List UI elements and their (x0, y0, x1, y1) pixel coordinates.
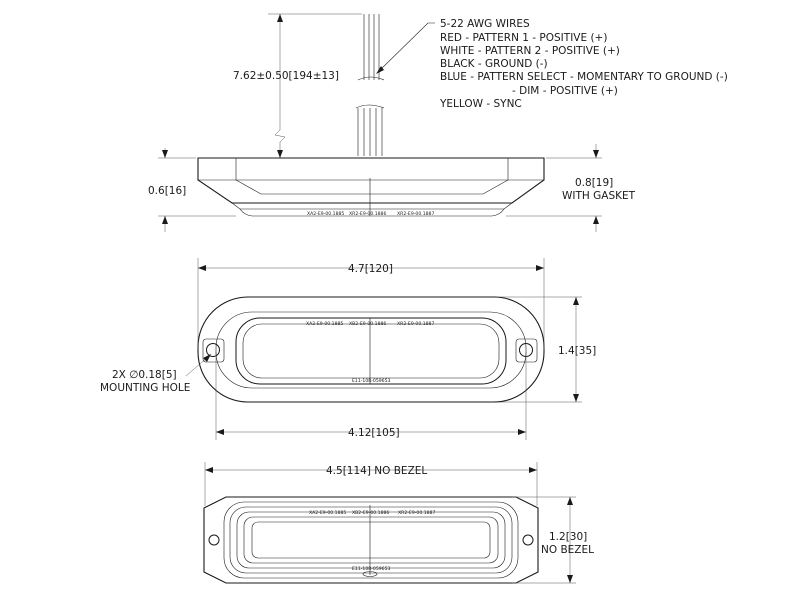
mounting-hole-size-label: 2X ∅0.18[5] (112, 369, 177, 381)
top-view: XA2-E9-00.1885 XB2-E9-00.1886 XR2-E9-00.… (100, 258, 596, 440)
gasket-height-dimension: 0.8[19] WITH GASKET (506, 144, 636, 232)
top-width-label: 4.7[120] (348, 263, 393, 275)
hole-spacing-label: 4.12[105] (348, 427, 400, 439)
mounting-hole-note: 2X ∅0.18[5] MOUNTING HOLE (100, 354, 211, 394)
top-part-code-2: XB2-E9-00.1886 (349, 321, 386, 327)
top-height-label: 1.4[35] (558, 345, 596, 357)
bottom-part-code-3: XR2-E9-00.1887 (398, 510, 435, 516)
mounting-hole-label: MOUNTING HOLE (100, 382, 190, 394)
wire-legend-line-4: BLUE - PATTERN SELECT - MOMENTARY TO GRO… (440, 71, 728, 83)
wire-legend: 5-22 AWG WIRES RED - PATTERN 1 - POSITIV… (439, 18, 728, 110)
bottom-view: XA2-E9-00.1885 XB2-E9-00.1886 XR2-E9-00.… (203, 462, 594, 584)
wire-legend-line-1: RED - PATTERN 1 - POSITIVE (+) (440, 32, 607, 44)
side-view-housing (197, 157, 545, 217)
top-serial: E11-10R-059653 (352, 378, 391, 384)
top-height-dimension: 1.4[35] (496, 296, 596, 403)
wire-legend-line-2: WHITE - PATTERN 2 - POSITIVE (+) (440, 45, 620, 57)
side-part-code-2: XR2-E9-00.1886 (349, 211, 386, 217)
side-height-dimension: 0.6[16] (148, 148, 236, 232)
gasket-height-label: 0.8[19] (575, 177, 613, 189)
hole-spacing-dimension: 4.12[105] (215, 352, 527, 440)
bottom-part-code-2: XB2-E9-00.1886 (352, 510, 389, 516)
side-part-code-3: XR2-E9-00.1887 (397, 211, 434, 217)
bottom-part-code-1: XA2-E9-00.1885 (309, 510, 346, 516)
bottom-width-label: 4.5[114] NO BEZEL (326, 465, 427, 477)
wire-length-dimension: 7.62±0.50[194±13] (233, 13, 362, 158)
wire-legend-line-5: - DIM - POSITIVE (+) (512, 85, 618, 97)
side-view: XA2-E9-00.1885 XR2-E9-00.1886 XR2-E9-00.… (148, 13, 728, 232)
top-width-dimension: 4.7[120] (197, 258, 545, 350)
wire-legend-line-6: YELLOW - SYNC (439, 98, 522, 110)
top-part-code-1: XA2-E9-00.1885 (306, 321, 343, 327)
gasket-note-label: WITH GASKET (562, 190, 636, 202)
bottom-width-dimension: 4.5[114] NO BEZEL (204, 462, 538, 506)
wire-legend-title: 5-22 AWG WIRES (440, 18, 530, 30)
bottom-height-note: NO BEZEL (541, 544, 594, 556)
wire-legend-line-3: BLACK - GROUND (-) (440, 58, 548, 70)
bottom-view-housing (203, 496, 539, 584)
top-part-code-3: XR2-E9-00.1887 (397, 321, 434, 327)
side-part-code-1: XA2-E9-00.1885 (307, 211, 344, 217)
wire-length-label: 7.62±0.50[194±13] (233, 70, 339, 82)
wire-leader-line (377, 22, 435, 73)
bottom-height-dimension: 1.2[30] NO BEZEL (512, 496, 594, 584)
mounting-hole-left (202, 338, 225, 363)
bottom-hole-left (208, 534, 220, 546)
bottom-serial: E11-10R-059653 (352, 566, 391, 572)
top-view-housing (197, 296, 545, 403)
bottom-hole-right (522, 534, 534, 546)
bottom-height-label: 1.2[30] (549, 531, 587, 543)
side-height-label: 0.6[16] (148, 185, 186, 197)
wire-bundle (355, 14, 385, 156)
